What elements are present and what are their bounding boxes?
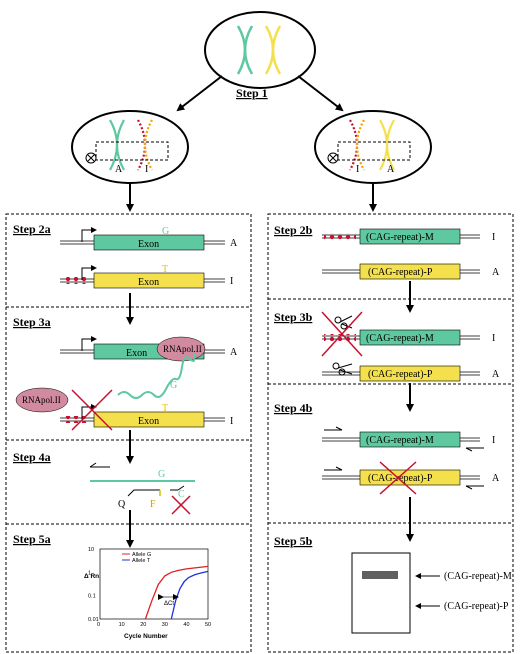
step4b-allele-i: I [492, 435, 495, 446]
step3b-allele-a: A [492, 369, 500, 380]
step3a-transcript [117, 352, 196, 399]
step4b-label-p: (CAG-repeat)-P [368, 473, 433, 484]
step1-cell [204, 11, 316, 89]
step4a-probe-assay: G Q F C [89, 462, 195, 515]
x-tick-labels: 0 10 20 30 40 50 [97, 622, 211, 628]
step4b-allele-a: A [492, 473, 500, 484]
step4b-label-m: (CAG-repeat)-M [366, 435, 434, 446]
step3a-transcript-snp: G [170, 380, 177, 391]
step4b-gene-m: (CAG-repeat)-M I [322, 426, 495, 452]
step2a-title: Step 2a [13, 222, 51, 236]
step3a-rnapol-2: RNApol.II [22, 395, 61, 405]
step5b-title: Step 5b [274, 534, 313, 548]
series-line-allele-t [170, 570, 209, 620]
step3b-cross-2 [321, 311, 363, 357]
step3a-snp-t: T [162, 403, 168, 414]
step3a-exon-1: Exon [126, 348, 147, 359]
x-tick-label: 30 [162, 622, 168, 628]
step2b-label-p: (CAG-repeat)-P [368, 267, 433, 278]
y-tick-label: 0.1 [88, 594, 96, 600]
left-allele-1: A [115, 164, 123, 175]
step4a-fluor-1: F [150, 499, 156, 510]
y-tick-label: 0.01 [88, 617, 99, 623]
step3a-exon-2: Exon [138, 416, 159, 427]
step4b-gene-p: (CAG-repeat)-P A [322, 461, 500, 495]
qpcr-ylabel: Δ Rn [84, 573, 99, 580]
step4a-quencher: Q [118, 499, 126, 510]
step3b-gene-m: (CAG-repeat)-M I [321, 311, 495, 357]
step1-left-arrow [176, 75, 223, 112]
y-tick-labels: 10 1 0.1 0.01 [88, 547, 99, 623]
step3b-title: Step 3b [274, 310, 313, 324]
scissors-icon [332, 362, 353, 376]
step3a-allele-i: I [230, 416, 233, 427]
step4a-snp: G [158, 469, 165, 480]
scissors-icon-blocked [334, 315, 353, 330]
step3a-gene-a: Exon RNApol.II G A [60, 336, 238, 399]
step2b-gene-p: (CAG-repeat)-P A [322, 263, 500, 280]
right-allele-2: A [387, 164, 395, 175]
y-tick-label: 1 [88, 570, 91, 576]
x-tick-label: 20 [140, 622, 146, 628]
step2b-title: Step 2b [274, 223, 313, 237]
left-allele-2: I [145, 164, 148, 175]
qpcr-series [144, 565, 209, 620]
delta-ct-label: ΔCt [164, 601, 174, 607]
y-tick-label: 10 [88, 547, 94, 553]
x-tick-label: 10 [119, 622, 125, 628]
legend-allele-t: Allele T [132, 558, 151, 564]
gel-band-p-label: (CAG-repeat)-P [444, 601, 509, 612]
gel-band [362, 571, 398, 579]
step3a-title: Step 3a [13, 315, 51, 329]
step4a-fluor-2: C [178, 489, 185, 500]
left-panel [5, 213, 252, 653]
step3a-block-cross-2 [71, 389, 113, 431]
legend-allele-g: Allele G [132, 552, 151, 558]
qpcr-plot-area [99, 548, 209, 620]
step2a-gene-a: Exon G A [60, 226, 238, 251]
step4b-title: Step 4b [274, 401, 313, 415]
qpcr-legend: Allele G Allele T [122, 552, 151, 564]
step5a-title: Step 5a [13, 532, 51, 546]
step2a-exon-1: Exon [138, 239, 159, 250]
step3b-label-p: (CAG-repeat)-P [368, 369, 433, 380]
left-cell: A I [71, 110, 189, 184]
x-tick-label: 0 [97, 622, 100, 628]
right-allele-1: I [356, 164, 359, 175]
step1-right-arrow [297, 75, 344, 112]
qpcr-chart: 0 10 20 30 40 50 10 1 0.1 0.01 Cycle Number Δ Rn… [84, 547, 211, 640]
step2a-snp-g: G [162, 226, 169, 237]
step3a-allele-a: A [230, 347, 238, 358]
step2b-gene-m: (CAG-repeat)-M I [322, 228, 495, 245]
step1-title: Step 1 [236, 86, 268, 100]
qpcr-xlabel: Cycle Number [124, 633, 168, 640]
gel-lane [351, 552, 411, 634]
step3b-label-m: (CAG-repeat)-M [366, 333, 434, 344]
step3b-gene-p: (CAG-repeat)-P A [322, 362, 500, 382]
step4a-title: Step 4a [13, 450, 51, 464]
right-panel [267, 213, 514, 653]
right-cell: I A [314, 110, 432, 184]
gel-band-m-label: (CAG-repeat)-M [444, 571, 512, 582]
x-tick-label: 40 [183, 622, 189, 628]
gel: (CAG-repeat)-M (CAG-repeat)-P [351, 552, 512, 634]
step2a-allele-i: I [230, 276, 233, 287]
step2b-allele-i: I [492, 232, 495, 243]
step2b-allele-a: A [492, 267, 500, 278]
step3b-allele-i: I [492, 333, 495, 344]
series-line-allele-g [144, 565, 209, 620]
step3a-rnapol-1: RNApol.II [163, 344, 202, 354]
step3a-gene-i: Exon RNApol.II T I [15, 387, 233, 431]
step2a-exon-2: Exon [138, 277, 159, 288]
x-tick-label: 50 [205, 622, 211, 628]
step2b-label-m: (CAG-repeat)-M [366, 232, 434, 243]
step2a-gene-i: Exon T I [60, 264, 233, 289]
step2a-allele-a: A [230, 238, 238, 249]
step2a-snp-t: T [162, 264, 168, 275]
